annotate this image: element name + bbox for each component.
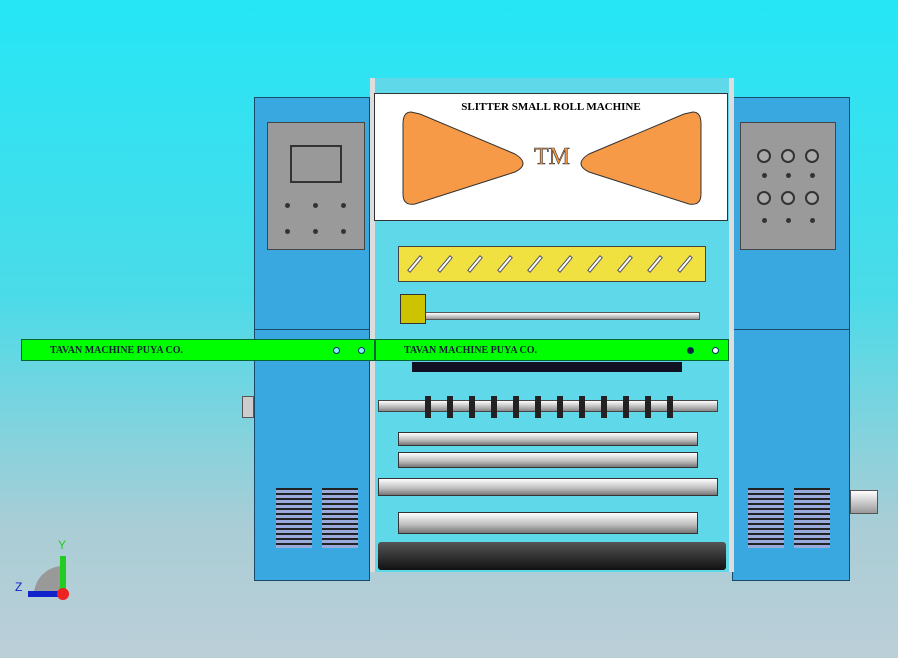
z-label: Z xyxy=(15,580,23,594)
right-green-bar: TAVAN MACHINE PUYA CO. xyxy=(375,339,729,361)
x-axis-icon xyxy=(57,588,69,600)
yellow-roller xyxy=(398,246,706,282)
gear-left xyxy=(400,294,426,324)
dark-guard xyxy=(412,362,682,372)
left-handle xyxy=(242,396,254,418)
view-triad[interactable]: Y Z xyxy=(12,538,82,608)
roller-2 xyxy=(398,452,698,468)
left-green-bar: TAVAN MACHINE PUYA CO. xyxy=(21,339,375,361)
left-bar-label: TAVAN MACHINE PUYA CO. xyxy=(50,345,183,356)
roller-3 xyxy=(378,478,718,496)
display-screen xyxy=(290,145,342,183)
right-shaft-end xyxy=(850,490,878,514)
machine-title: SLITTER SMALL ROLL MACHINE xyxy=(461,101,641,113)
right-control-panel xyxy=(740,122,836,250)
roller-4 xyxy=(398,512,698,534)
shaft xyxy=(400,312,700,320)
slitter-shaft xyxy=(378,400,718,412)
vent xyxy=(276,488,312,548)
logo-text: TM xyxy=(534,144,571,171)
logo-shapes xyxy=(402,111,702,205)
y-label: Y xyxy=(58,538,67,552)
z-axis-icon xyxy=(28,591,64,597)
vent xyxy=(322,488,358,548)
vent xyxy=(748,488,784,548)
nameplate: SLITTER SMALL ROLL MACHINE TM xyxy=(374,93,728,221)
right-bar-label: TAVAN MACHINE PUYA CO. xyxy=(404,345,537,356)
y-axis-icon xyxy=(60,556,66,590)
bottom-roll xyxy=(378,542,726,570)
vent xyxy=(794,488,830,548)
roller-1 xyxy=(398,432,698,446)
left-control-panel xyxy=(267,122,365,250)
